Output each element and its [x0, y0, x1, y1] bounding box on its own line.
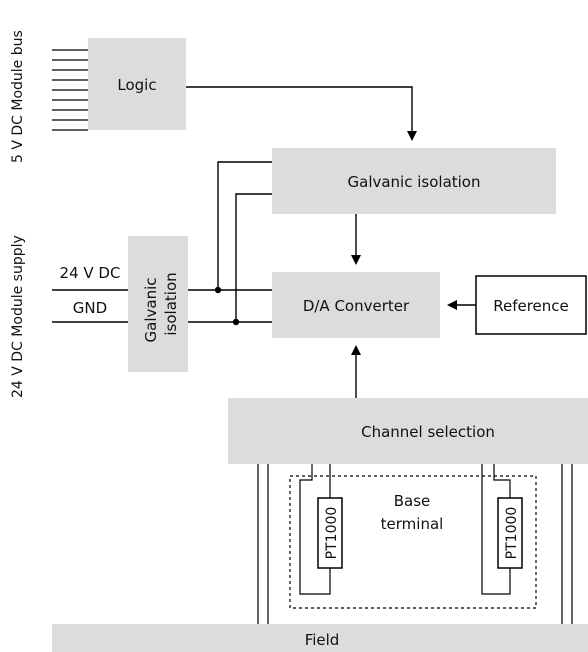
field-wires — [257, 464, 573, 624]
logic-box — [88, 38, 186, 130]
gnd-junction — [232, 318, 240, 326]
bus-lines — [52, 49, 88, 131]
pt1000-right-label: PT1000 — [504, 507, 520, 560]
gnd-riser — [235, 193, 272, 322]
field-label: Field — [305, 631, 340, 649]
channel-selection-label: Channel selection — [361, 423, 495, 441]
galvanic-isolation-top-label: Galvanic isolation — [348, 173, 481, 191]
da-converter-label: D/A Converter — [303, 297, 410, 315]
v24-label: 24 V DC — [60, 264, 121, 282]
gnd-label: GND — [73, 299, 107, 317]
pt1000-left-label: PT1000 — [324, 507, 340, 560]
v24-riser — [217, 161, 272, 290]
galvanic-isolation-left-box — [128, 236, 188, 372]
v24-junction — [214, 286, 222, 294]
pt1000-left-box — [317, 497, 343, 569]
galvanic-isolation-left-label-2: isolation — [162, 272, 180, 335]
galvanic-isolation-top-box — [272, 148, 556, 214]
channel-selection-box — [228, 398, 588, 464]
logic-label: Logic — [117, 76, 156, 94]
base-terminal-label-2: terminal — [381, 515, 444, 533]
pt1000-right-box — [497, 497, 523, 569]
base-terminal-label-1: Base — [394, 492, 431, 510]
field-box — [52, 624, 588, 652]
base-terminal-box — [289, 475, 537, 609]
reference-box — [475, 275, 587, 335]
logic-to-isolation-line — [186, 86, 417, 141]
da-converter-box — [272, 272, 440, 338]
module-supply-label: 24 V DC Module supply — [10, 235, 26, 398]
reference-label: Reference — [493, 297, 569, 315]
galvanic-isolation-left-label-1: Galvanic — [142, 278, 160, 343]
module-bus-label: 5 V DC Module bus — [10, 30, 26, 163]
